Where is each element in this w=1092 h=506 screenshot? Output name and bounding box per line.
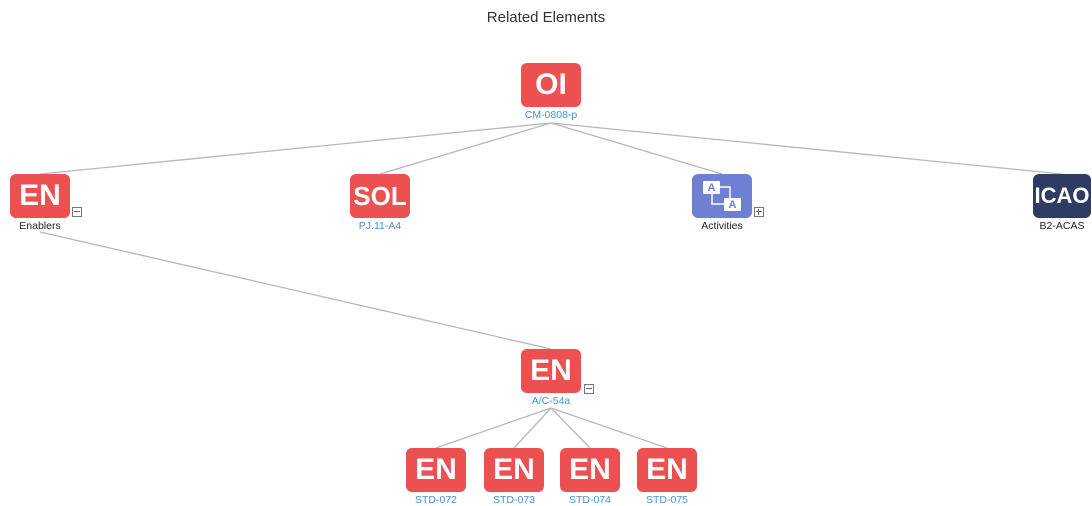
node-icao[interactable]: ICAO B2-ACAS [992,174,1092,232]
activities-badge: A A [692,174,752,218]
edge-ac54a-std074 [550,407,591,449]
node-enablers-label: Enablers [19,220,61,232]
en-badge-text: EN [493,453,535,486]
node-activities-label: Activities [701,220,743,232]
en-badge: EN [10,174,70,218]
edge-enablers-ac54a [39,231,552,350]
node-enabler-ac54a-label[interactable]: A/C-54a [531,395,571,407]
node-root[interactable]: OI CM-0808-p [481,63,621,121]
enablers-collapse-toggle[interactable] [72,207,82,217]
node-enabler-ac54a[interactable]: EN A/C-54a [481,349,621,407]
activities-expand-toggle[interactable] [754,207,764,217]
oi-badge: OI [521,63,581,107]
edge-root-icao [550,122,1063,175]
en-badge: EN [637,448,697,492]
node-root-label[interactable]: CM-0808-p [524,109,578,121]
node-std-073[interactable]: EN STD-073 [444,448,584,506]
icao-badge: ICAO [1033,174,1091,218]
edge-root-activities [550,122,723,175]
node-icao-label: B2-ACAS [1039,220,1085,232]
edge-ac54a-std075 [550,407,668,449]
node-std-072-label[interactable]: STD-072 [414,494,457,506]
edge-ac54a-std072 [435,407,552,449]
edge-root-enablers [39,122,552,175]
node-std-075[interactable]: EN STD-075 [597,448,737,506]
node-std-075-label[interactable]: STD-075 [645,494,688,506]
en-badge-text: EN [19,179,61,212]
sol-badge: SOL [350,174,410,218]
activities-icon: A A [700,178,744,214]
edge-ac54a-std073 [513,407,552,449]
node-std-074[interactable]: EN STD-074 [520,448,660,506]
en-badge-text: EN [569,453,611,486]
node-solution-label[interactable]: PJ.11-A4 [358,220,402,232]
activity-connector-icon [711,186,731,205]
en-badge: EN [521,349,581,393]
node-std-073-label[interactable]: STD-073 [492,494,535,506]
activity-box-icon: A [724,198,741,211]
edge-root-solution [379,122,552,175]
en-badge: EN [406,448,466,492]
ac54a-collapse-toggle[interactable] [584,384,594,394]
en-badge-text: EN [530,354,572,387]
sol-badge-text: SOL [353,181,407,211]
en-badge-text: EN [646,453,688,486]
oi-badge-text: OI [535,68,567,101]
activity-box-icon: A [703,181,720,194]
node-std-074-label[interactable]: STD-074 [568,494,611,506]
node-activities[interactable]: A A Activities [652,174,792,232]
diagram-title: Related Elements [486,9,606,26]
en-badge: EN [484,448,544,492]
icao-badge-text: ICAO [1034,183,1090,208]
en-badge: EN [560,448,620,492]
en-badge-text: EN [415,453,457,486]
node-std-072[interactable]: EN STD-072 [366,448,506,506]
node-solution[interactable]: SOL PJ.11-A4 [310,174,450,232]
node-enablers[interactable]: EN Enablers [0,174,110,232]
